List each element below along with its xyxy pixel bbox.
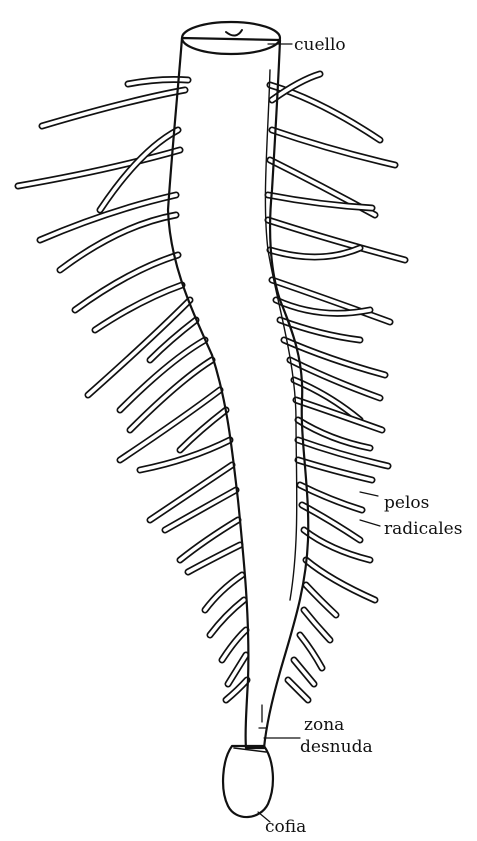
label-root-hairs-line1: pelos	[384, 493, 429, 513]
root-cap-outline	[223, 746, 273, 817]
neck-mark	[226, 30, 242, 36]
hairs-leader-1	[360, 492, 378, 496]
root-hair-fill	[306, 585, 336, 615]
root-hair-fill	[210, 600, 244, 635]
root-cap	[223, 746, 273, 817]
label-bare-zone-line2: desnuda	[300, 737, 373, 757]
root-hair-fill	[298, 460, 372, 480]
root-hair-fill	[288, 680, 308, 700]
root-hair-fill	[304, 610, 330, 640]
label-bare-zone-line1: zona	[304, 715, 344, 735]
root-hair-fill	[290, 360, 380, 398]
label-root-hairs-line2: radicales	[384, 519, 462, 539]
hairs-leader-2	[360, 520, 380, 526]
root-hair-fill	[300, 635, 322, 668]
label-neck: cuello	[294, 35, 346, 55]
root-hair-fill	[294, 660, 314, 684]
label-cap: cofia	[265, 817, 306, 837]
root-hair	[75, 255, 178, 310]
root-hair-fill	[88, 300, 190, 395]
root-hairs	[18, 74, 405, 700]
bare-zone-marks	[259, 705, 266, 728]
